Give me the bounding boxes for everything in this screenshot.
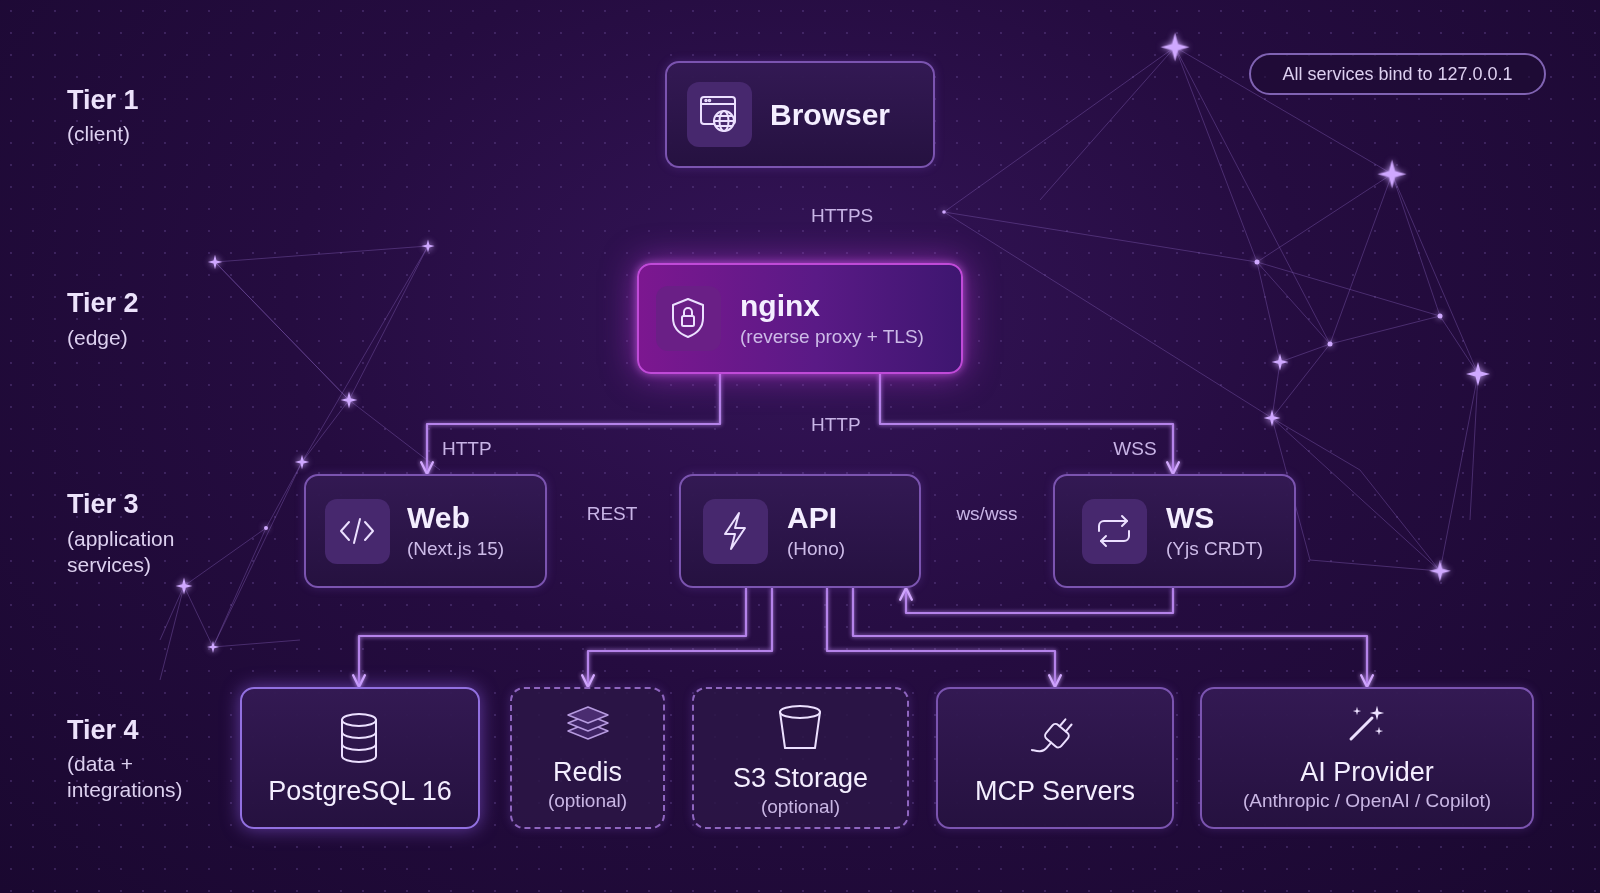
icon-tiles (325, 82, 1147, 564)
browser-icon (701, 97, 735, 131)
node-subtitle: (reverse proxy + TLS) (740, 324, 961, 350)
tier-subtitle: (client) (67, 121, 212, 147)
bucket-icon (780, 706, 820, 748)
code-icon (341, 519, 373, 543)
node-subtitle: (optional) (761, 794, 840, 820)
client-box: Browser (665, 61, 935, 168)
connector-arrow (547, 530, 679, 532)
protocol-label: HTTP (811, 414, 861, 436)
connector-arrow (921, 530, 1053, 532)
node-title: API (787, 500, 919, 536)
magic-wand-icon (1351, 706, 1384, 739)
database-box: PostgreSQL 16 (240, 687, 480, 829)
node-subtitle: (Anthropic / OpenAI / Copilot) (1243, 788, 1491, 814)
connector-arrow (880, 374, 1173, 474)
tier-heading: Tier 3 (67, 489, 212, 519)
sync-icon (1099, 516, 1129, 546)
plug-icon (1032, 715, 1076, 762)
optional-store-box: S3 Storage(optional) (692, 687, 909, 829)
node-title: nginx (740, 288, 961, 324)
tier-subtitle: (application services) (67, 526, 212, 578)
node-title: WS (1166, 500, 1294, 536)
connector-arrow (799, 168, 801, 263)
node-title: All services bind to 127.0.0.1 (1282, 64, 1512, 85)
network-lines (160, 47, 1478, 680)
integration-box: MCP Servers (936, 687, 1174, 829)
node-title: PostgreSQL 16 (268, 775, 452, 807)
connector-arrow (799, 588, 801, 687)
connector-arrow (827, 588, 1055, 687)
connector-arrow (427, 374, 720, 474)
connector-arrow (426, 588, 428, 687)
tier-heading: Tier 1 (67, 85, 212, 115)
node-subtitle: (optional) (548, 788, 627, 814)
connector-arrow (359, 588, 746, 687)
bolt-icon (725, 513, 745, 549)
protocol-label: HTTPS (811, 205, 873, 227)
star-sparkles (176, 33, 1490, 653)
node-title: S3 Storage (733, 762, 868, 794)
connector-arrow (906, 588, 1173, 613)
node-title: Browser (770, 97, 933, 133)
protocol-label: ws/wss (956, 503, 1017, 525)
service-box: WS(Yjs CRDT) (1053, 474, 1296, 588)
integration-box: AI Provider(Anthropic / OpenAI / Copilot… (1200, 687, 1534, 829)
protocol-label: WSS (1113, 438, 1156, 460)
protocol-label: REST (587, 503, 638, 525)
node-title: MCP Servers (975, 775, 1135, 807)
redis-stack-icon (568, 707, 608, 739)
connector-arrow (799, 374, 801, 474)
node-title: AI Provider (1300, 756, 1434, 788)
node-title: Redis (553, 756, 622, 788)
proxy-box: nginx(reverse proxy + TLS) (637, 263, 963, 374)
connector-arrow (588, 588, 772, 687)
node-title: Web (407, 500, 545, 536)
service-box: API(Hono) (679, 474, 921, 588)
connector-arrow (853, 588, 1367, 687)
node-subtitle: (Yjs CRDT) (1166, 536, 1294, 562)
node-subtitle: (Next.js 15) (407, 536, 545, 562)
tier-heading: Tier 2 (67, 288, 212, 318)
tier-subtitle: (edge) (67, 325, 212, 351)
database-icon (342, 714, 376, 762)
service-box: Web(Next.js 15) (304, 474, 547, 588)
shield-lock-icon (673, 299, 703, 337)
tier-subtitle: (data + integrations) (67, 751, 212, 803)
note-pill: All services bind to 127.0.0.1 (1249, 53, 1546, 95)
node-subtitle: (Hono) (787, 536, 919, 562)
protocol-label: HTTP (442, 438, 492, 460)
tier-heading: Tier 4 (67, 715, 212, 745)
optional-store-box: Redis(optional) (510, 687, 665, 829)
